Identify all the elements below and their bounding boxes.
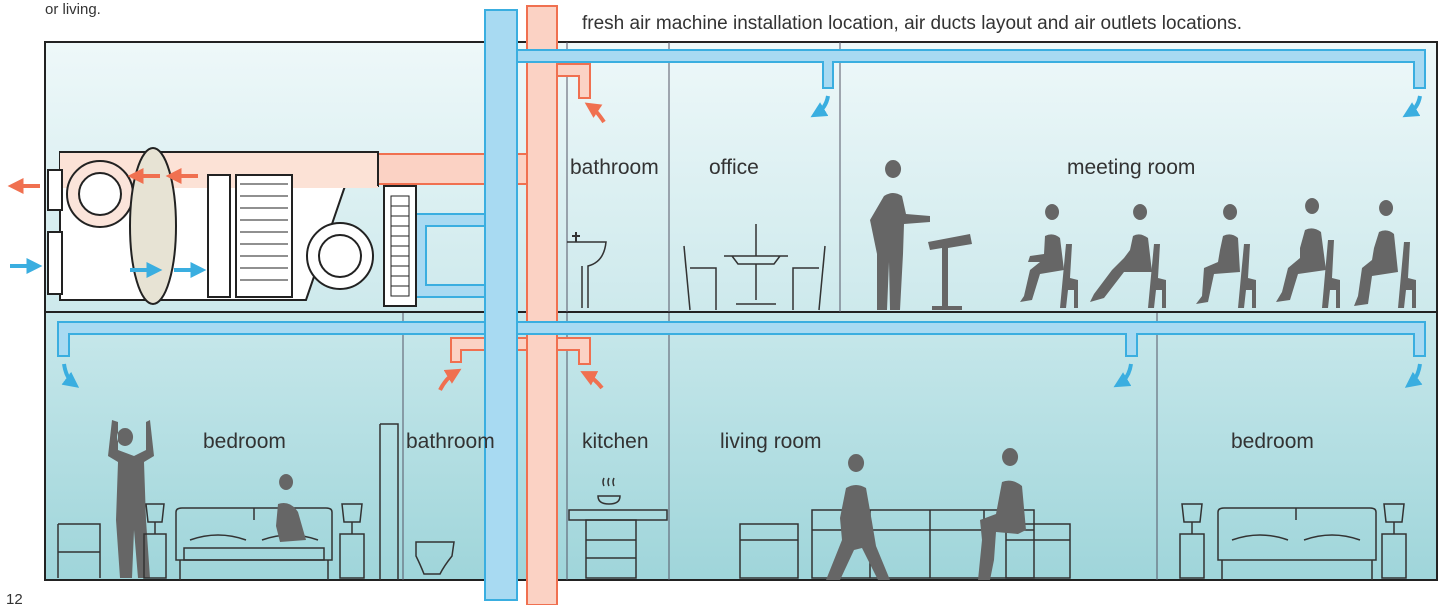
room-label-living-room: living room xyxy=(720,430,822,453)
office-furniture xyxy=(683,224,826,311)
machine-inlet-bottom xyxy=(47,231,63,295)
lower-bathroom-furniture xyxy=(415,541,455,575)
table-icon xyxy=(724,224,788,305)
building xyxy=(44,41,1438,581)
heat-exchanger-coils xyxy=(235,174,293,298)
exhaust-riser xyxy=(526,5,558,605)
person-silhouette-icon xyxy=(108,420,154,578)
person-silhouette-icon xyxy=(1196,204,1240,304)
fresh-air-arrow-icon xyxy=(810,95,830,118)
fresh-air-arrow-icon xyxy=(1404,363,1423,388)
person-silhouette-icon xyxy=(826,454,890,580)
chair-icon xyxy=(683,245,717,311)
lamp-icon xyxy=(341,503,363,534)
sink-icon xyxy=(567,241,607,308)
living-room-scene xyxy=(739,448,1071,580)
room-label-bedroom-right: bedroom xyxy=(1231,430,1314,453)
exhaust-branch-upper-bathroom xyxy=(556,63,591,99)
fresh-to-unit-duct xyxy=(413,213,486,298)
toilet-icon xyxy=(415,541,455,575)
person-silhouette-icon xyxy=(1354,200,1398,306)
chair-icon xyxy=(1060,244,1078,308)
chair-icon xyxy=(1148,244,1166,308)
sofa-icon xyxy=(1005,523,1071,579)
room-label-kitchen: kitchen xyxy=(582,430,649,453)
room-label-lower-bathroom: bathroom xyxy=(406,430,495,453)
fresh-air-arrow-icon xyxy=(1113,363,1133,388)
caption-top-left: or living. xyxy=(45,1,101,18)
chair-icon xyxy=(57,523,101,578)
bed-icon xyxy=(1217,507,1377,561)
fresh-air-machine xyxy=(47,147,417,307)
meeting-room-scene xyxy=(870,160,1416,310)
kitchen-furniture xyxy=(568,477,668,579)
chair-icon xyxy=(1238,244,1256,308)
air-flow-arrows xyxy=(7,95,1423,391)
person-silhouette-icon xyxy=(978,448,1026,580)
caption-top-right: fresh air machine installation location,… xyxy=(582,13,1242,34)
fresh-main-lower xyxy=(57,321,1426,357)
sofa-icon xyxy=(739,523,799,579)
heat-exchange-core xyxy=(129,147,177,305)
room-label-upper-bathroom: bathroom xyxy=(570,156,659,179)
filter-panel xyxy=(207,174,231,298)
room-labels: bathroom office meeting room bedroom bat… xyxy=(203,156,1314,453)
exhaust-air-arrow-icon xyxy=(580,371,604,390)
fresh-main-upper xyxy=(516,49,1426,89)
room-label-bedroom-left: bedroom xyxy=(203,430,286,453)
person-silhouette-icon xyxy=(870,160,930,310)
room-label-office: office xyxy=(709,156,759,179)
fresh-riser xyxy=(484,9,518,601)
lamp-icon xyxy=(1383,503,1405,534)
fresh-air-duct xyxy=(57,9,1426,601)
exhaust-branch-kitchen xyxy=(556,337,591,365)
person-silhouette-icon xyxy=(276,474,306,542)
lamp-icon xyxy=(145,503,165,534)
lamp-icon xyxy=(1181,503,1203,534)
machine-inlet-top xyxy=(47,169,63,211)
room-label-meeting-room: meeting room xyxy=(1067,156,1195,179)
person-silhouette-icon xyxy=(1090,204,1152,302)
chair-icon xyxy=(792,245,826,311)
person-silhouette-icon xyxy=(1020,204,1064,302)
page-number: 12 xyxy=(6,591,23,605)
fresh-air-arrow-icon xyxy=(1402,95,1422,118)
seated-attendees xyxy=(1020,198,1416,308)
exhaust-air-duct xyxy=(377,5,591,605)
chair-icon xyxy=(1322,240,1340,308)
person-silhouette-icon xyxy=(1276,198,1326,302)
upper-bathroom-furniture xyxy=(567,232,607,308)
chair-icon xyxy=(1398,242,1416,308)
wardrobe xyxy=(379,423,399,580)
fresh-air-arrow-icon xyxy=(61,363,80,388)
bedroom-left-scene xyxy=(57,420,399,580)
exhaust-air-arrow-icon xyxy=(584,102,606,124)
exhaust-air-arrow-icon xyxy=(438,368,462,391)
podium-icon xyxy=(928,234,972,310)
bedroom-right-furniture xyxy=(1179,503,1407,580)
